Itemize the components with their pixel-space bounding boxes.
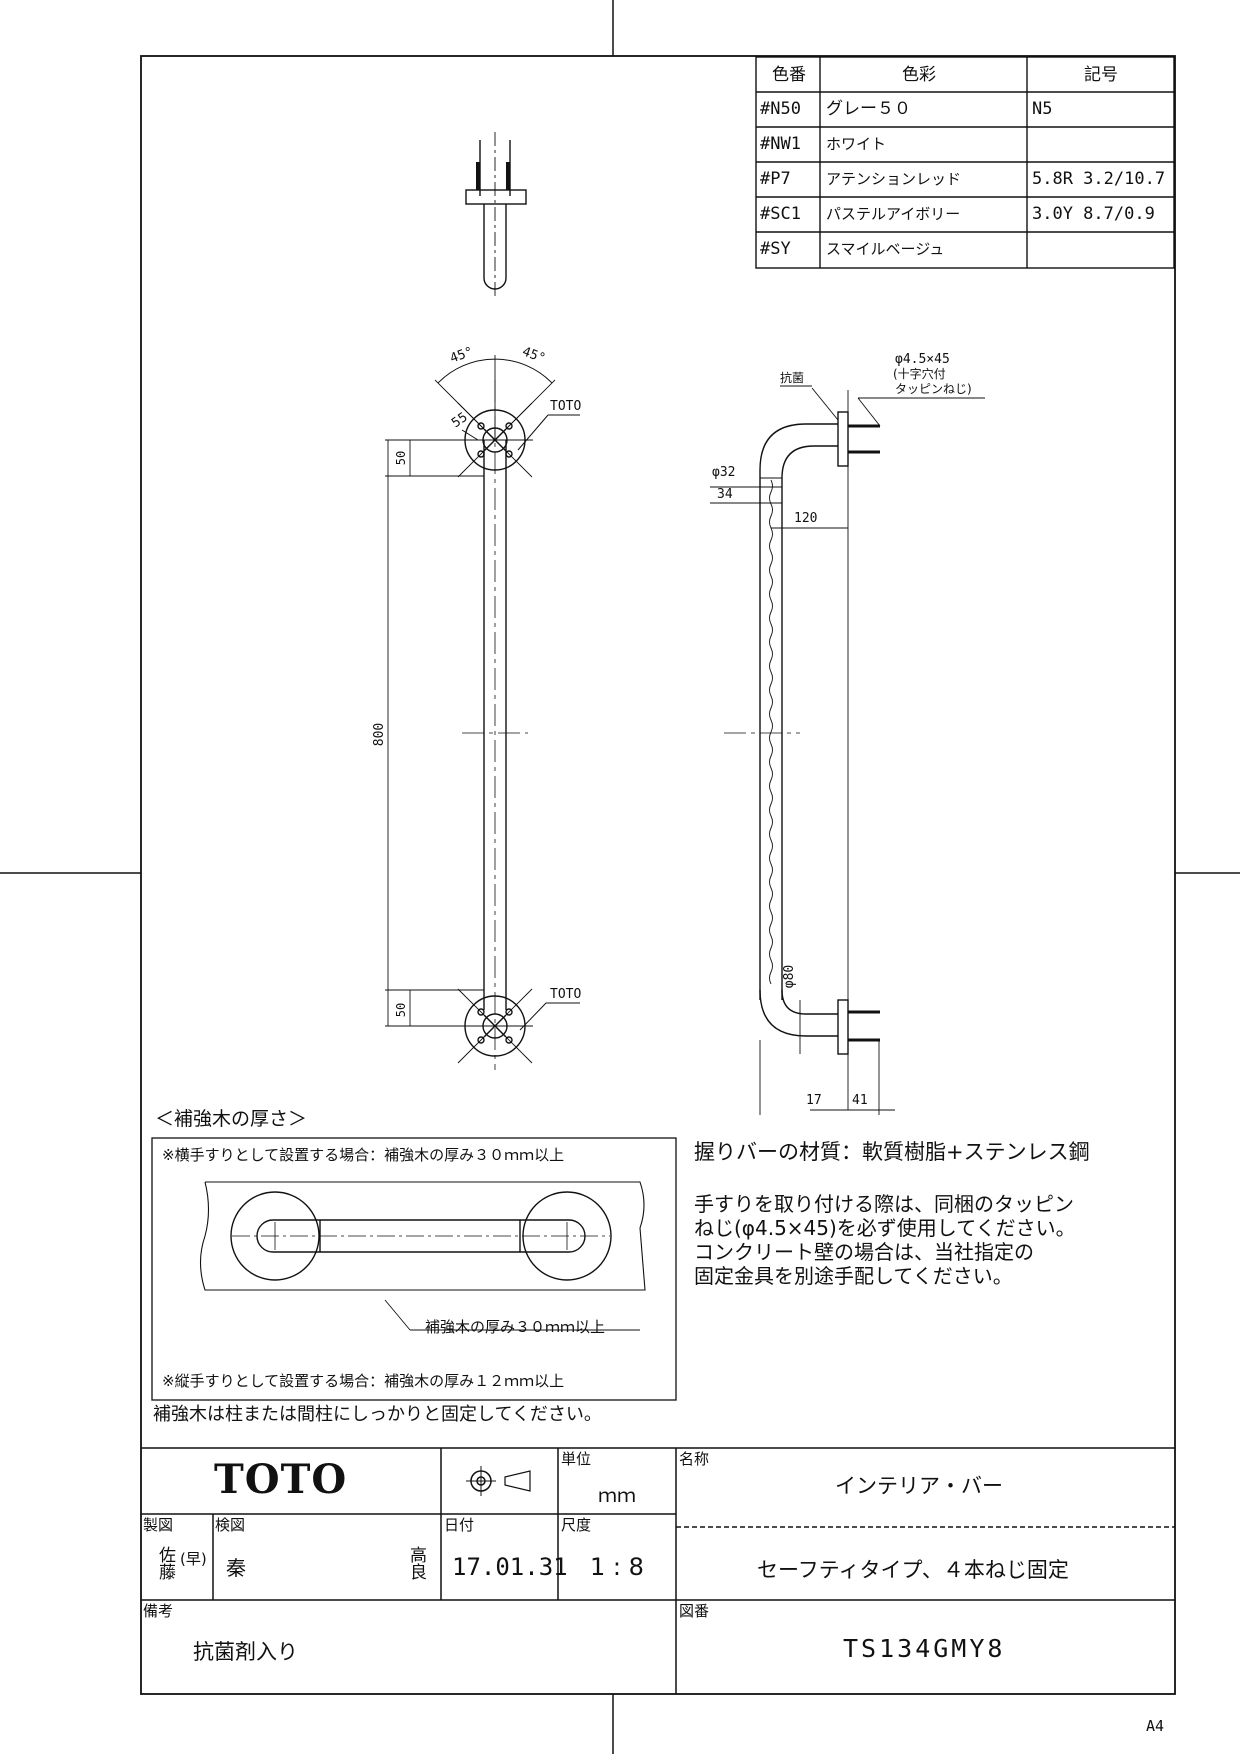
dim-toto-top: TOTO bbox=[550, 399, 582, 414]
note-install-4: 固定金具を別途手配してください。 bbox=[694, 1264, 1013, 1288]
reinforcement-inner-label: 補強木の厚み３０ｍｍ以上 bbox=[425, 1318, 606, 1336]
checked-label: 検図 bbox=[215, 1516, 246, 1534]
date-label: 日付 bbox=[444, 1516, 475, 1534]
drawing-no: TS134GMY8 bbox=[843, 1634, 1006, 1663]
table-row-code: #NW1 bbox=[760, 134, 801, 154]
remarks-label: 備考 bbox=[143, 1602, 174, 1620]
drawn-stamp-1: 佐藤 bbox=[159, 1546, 176, 1583]
dim-phi32: φ32 bbox=[712, 465, 736, 480]
note-install-2: ねじ(φ4.5×45)を必ず使用してください。 bbox=[694, 1216, 1076, 1240]
table-row-symbol: N5 bbox=[1032, 99, 1053, 119]
remarks-value: 抗菌剤入り bbox=[193, 1640, 298, 1664]
unit-value: ｍｍ bbox=[598, 1485, 637, 1507]
checked-value: 秦 bbox=[226, 1556, 246, 1580]
note-material: 握りバーの材質：軟質樹脂+ステンレス鋼 bbox=[694, 1140, 1090, 1164]
table-row-name: パステルアイボリー bbox=[826, 205, 961, 223]
table-header-code: 色番 bbox=[772, 65, 806, 85]
scale-label: 尺度 bbox=[561, 1516, 592, 1534]
checked-stamp: 高良 bbox=[410, 1546, 427, 1583]
scale-value: 1 : 8 bbox=[590, 1553, 644, 1581]
dim-50-bottom: 50 bbox=[394, 1002, 409, 1018]
reinforcement-diagram bbox=[151, 1137, 677, 1401]
note-install-1: 手すりを取り付ける際は、同梱のタッピン bbox=[694, 1192, 1074, 1216]
reinforcement-vertical-note: ※縦手すりとして設置する場合：補強木の厚み１２ｍｍ以上 bbox=[162, 1372, 565, 1390]
side-view bbox=[710, 385, 985, 1115]
table-row-code: #SY bbox=[760, 239, 791, 259]
dim-17: 17 bbox=[806, 1093, 822, 1108]
table-row-symbol: 5.8R 3.2/10.7 bbox=[1032, 169, 1166, 189]
dim-41: 41 bbox=[852, 1093, 868, 1108]
table-header-name: 色彩 bbox=[902, 65, 936, 85]
label-screw-1: φ4.5×45 bbox=[895, 352, 950, 367]
reinforcement-fix-note: 補強木は柱または間柱にしっかりと固定してください。 bbox=[153, 1404, 602, 1425]
dim-50-top: 50 bbox=[394, 450, 409, 466]
table-row-code: #P7 bbox=[760, 169, 791, 189]
note-install-3: コンクリート壁の場合は、当社指定の bbox=[694, 1240, 1034, 1264]
date-value: 17.01.31 bbox=[452, 1553, 568, 1581]
table-row-name: グレー５０ bbox=[826, 99, 911, 119]
table-row-code: #N50 bbox=[760, 99, 801, 119]
dim-34: 34 bbox=[717, 487, 733, 502]
name-label: 名称 bbox=[679, 1450, 710, 1468]
front-view bbox=[385, 355, 580, 1070]
table-row-name: スマイルベージュ bbox=[826, 240, 945, 258]
table-header-symbol: 記号 bbox=[1084, 65, 1118, 85]
dim-toto-bottom: TOTO bbox=[550, 987, 582, 1002]
drawing-no-label: 図番 bbox=[679, 1602, 710, 1620]
table-row-name: ホワイト bbox=[826, 135, 887, 153]
toto-logo: TOTO bbox=[214, 1456, 348, 1503]
reinforcement-horizontal-note: ※横手すりとして設置する場合：補強木の厚み３０ｍｍ以上 bbox=[162, 1146, 565, 1164]
name-value: インテリア・バー bbox=[835, 1474, 1003, 1498]
dim-800: 800 bbox=[372, 722, 388, 747]
drawn-stamp-2: (早) bbox=[180, 1550, 207, 1568]
label-antibac: 抗菌 bbox=[780, 371, 805, 385]
reinforcement-heading: ＜補強木の厚さ＞ bbox=[155, 1108, 308, 1130]
table-row-symbol: 3.0Y 8.7/0.9 bbox=[1032, 204, 1155, 224]
table-row-code: #SC1 bbox=[760, 204, 801, 224]
color-table-grid bbox=[755, 56, 1175, 269]
dim-phi80: φ80 bbox=[782, 964, 798, 989]
label-screw-3: タッピンねじ) bbox=[895, 382, 972, 396]
table-row-name: アテンションレッド bbox=[826, 170, 962, 188]
title-block-grid bbox=[141, 1447, 1175, 1694]
top-view bbox=[465, 132, 527, 300]
drawn-label: 製図 bbox=[143, 1516, 174, 1534]
label-screw-2: (十字穴付 bbox=[893, 367, 946, 381]
dim-120: 120 bbox=[794, 511, 818, 526]
subtitle: セーフティタイプ、４本ねじ固定 bbox=[757, 1558, 1069, 1582]
paper-size: A4 bbox=[1146, 1717, 1165, 1735]
unit-label: 単位 bbox=[561, 1450, 592, 1468]
